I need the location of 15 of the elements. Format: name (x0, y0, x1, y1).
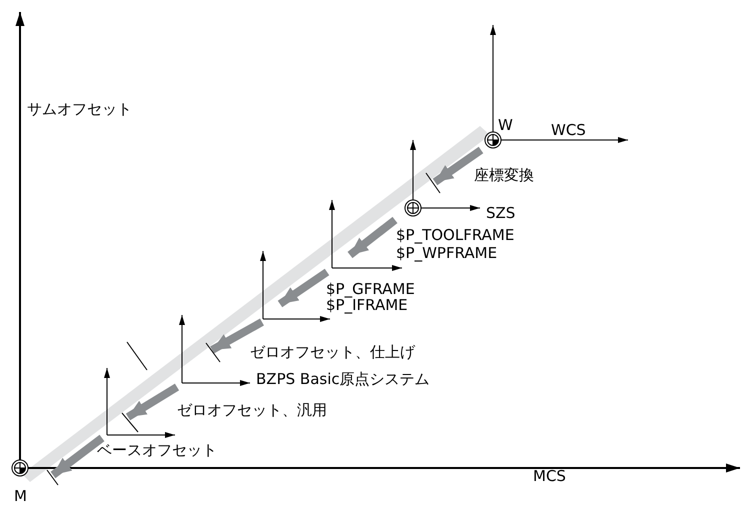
frame-label: ゼロオフセット、仕上げ (250, 344, 415, 361)
frame-label: $P_WPFRAME (396, 245, 498, 262)
transformation-label: 座標変換 (474, 167, 534, 184)
frame-label: $P_TOOLFRAME (396, 227, 514, 244)
frame-label: $P_IFRAME (326, 297, 408, 314)
origin-label: M (14, 488, 27, 505)
frame-label: ベースオフセット (97, 442, 217, 459)
axis-label: サムオフセット (27, 101, 132, 118)
frame-label: BZPS Basic原点システム (256, 371, 430, 388)
frame-label: ゼロオフセット、汎用 (177, 402, 327, 419)
origin-label: W (498, 117, 513, 134)
axis-label: WCS (551, 122, 586, 139)
axis-label: MCS (533, 468, 566, 485)
axis-label: SZS (486, 205, 516, 222)
frame-label: $P_GFRAME (326, 281, 415, 298)
